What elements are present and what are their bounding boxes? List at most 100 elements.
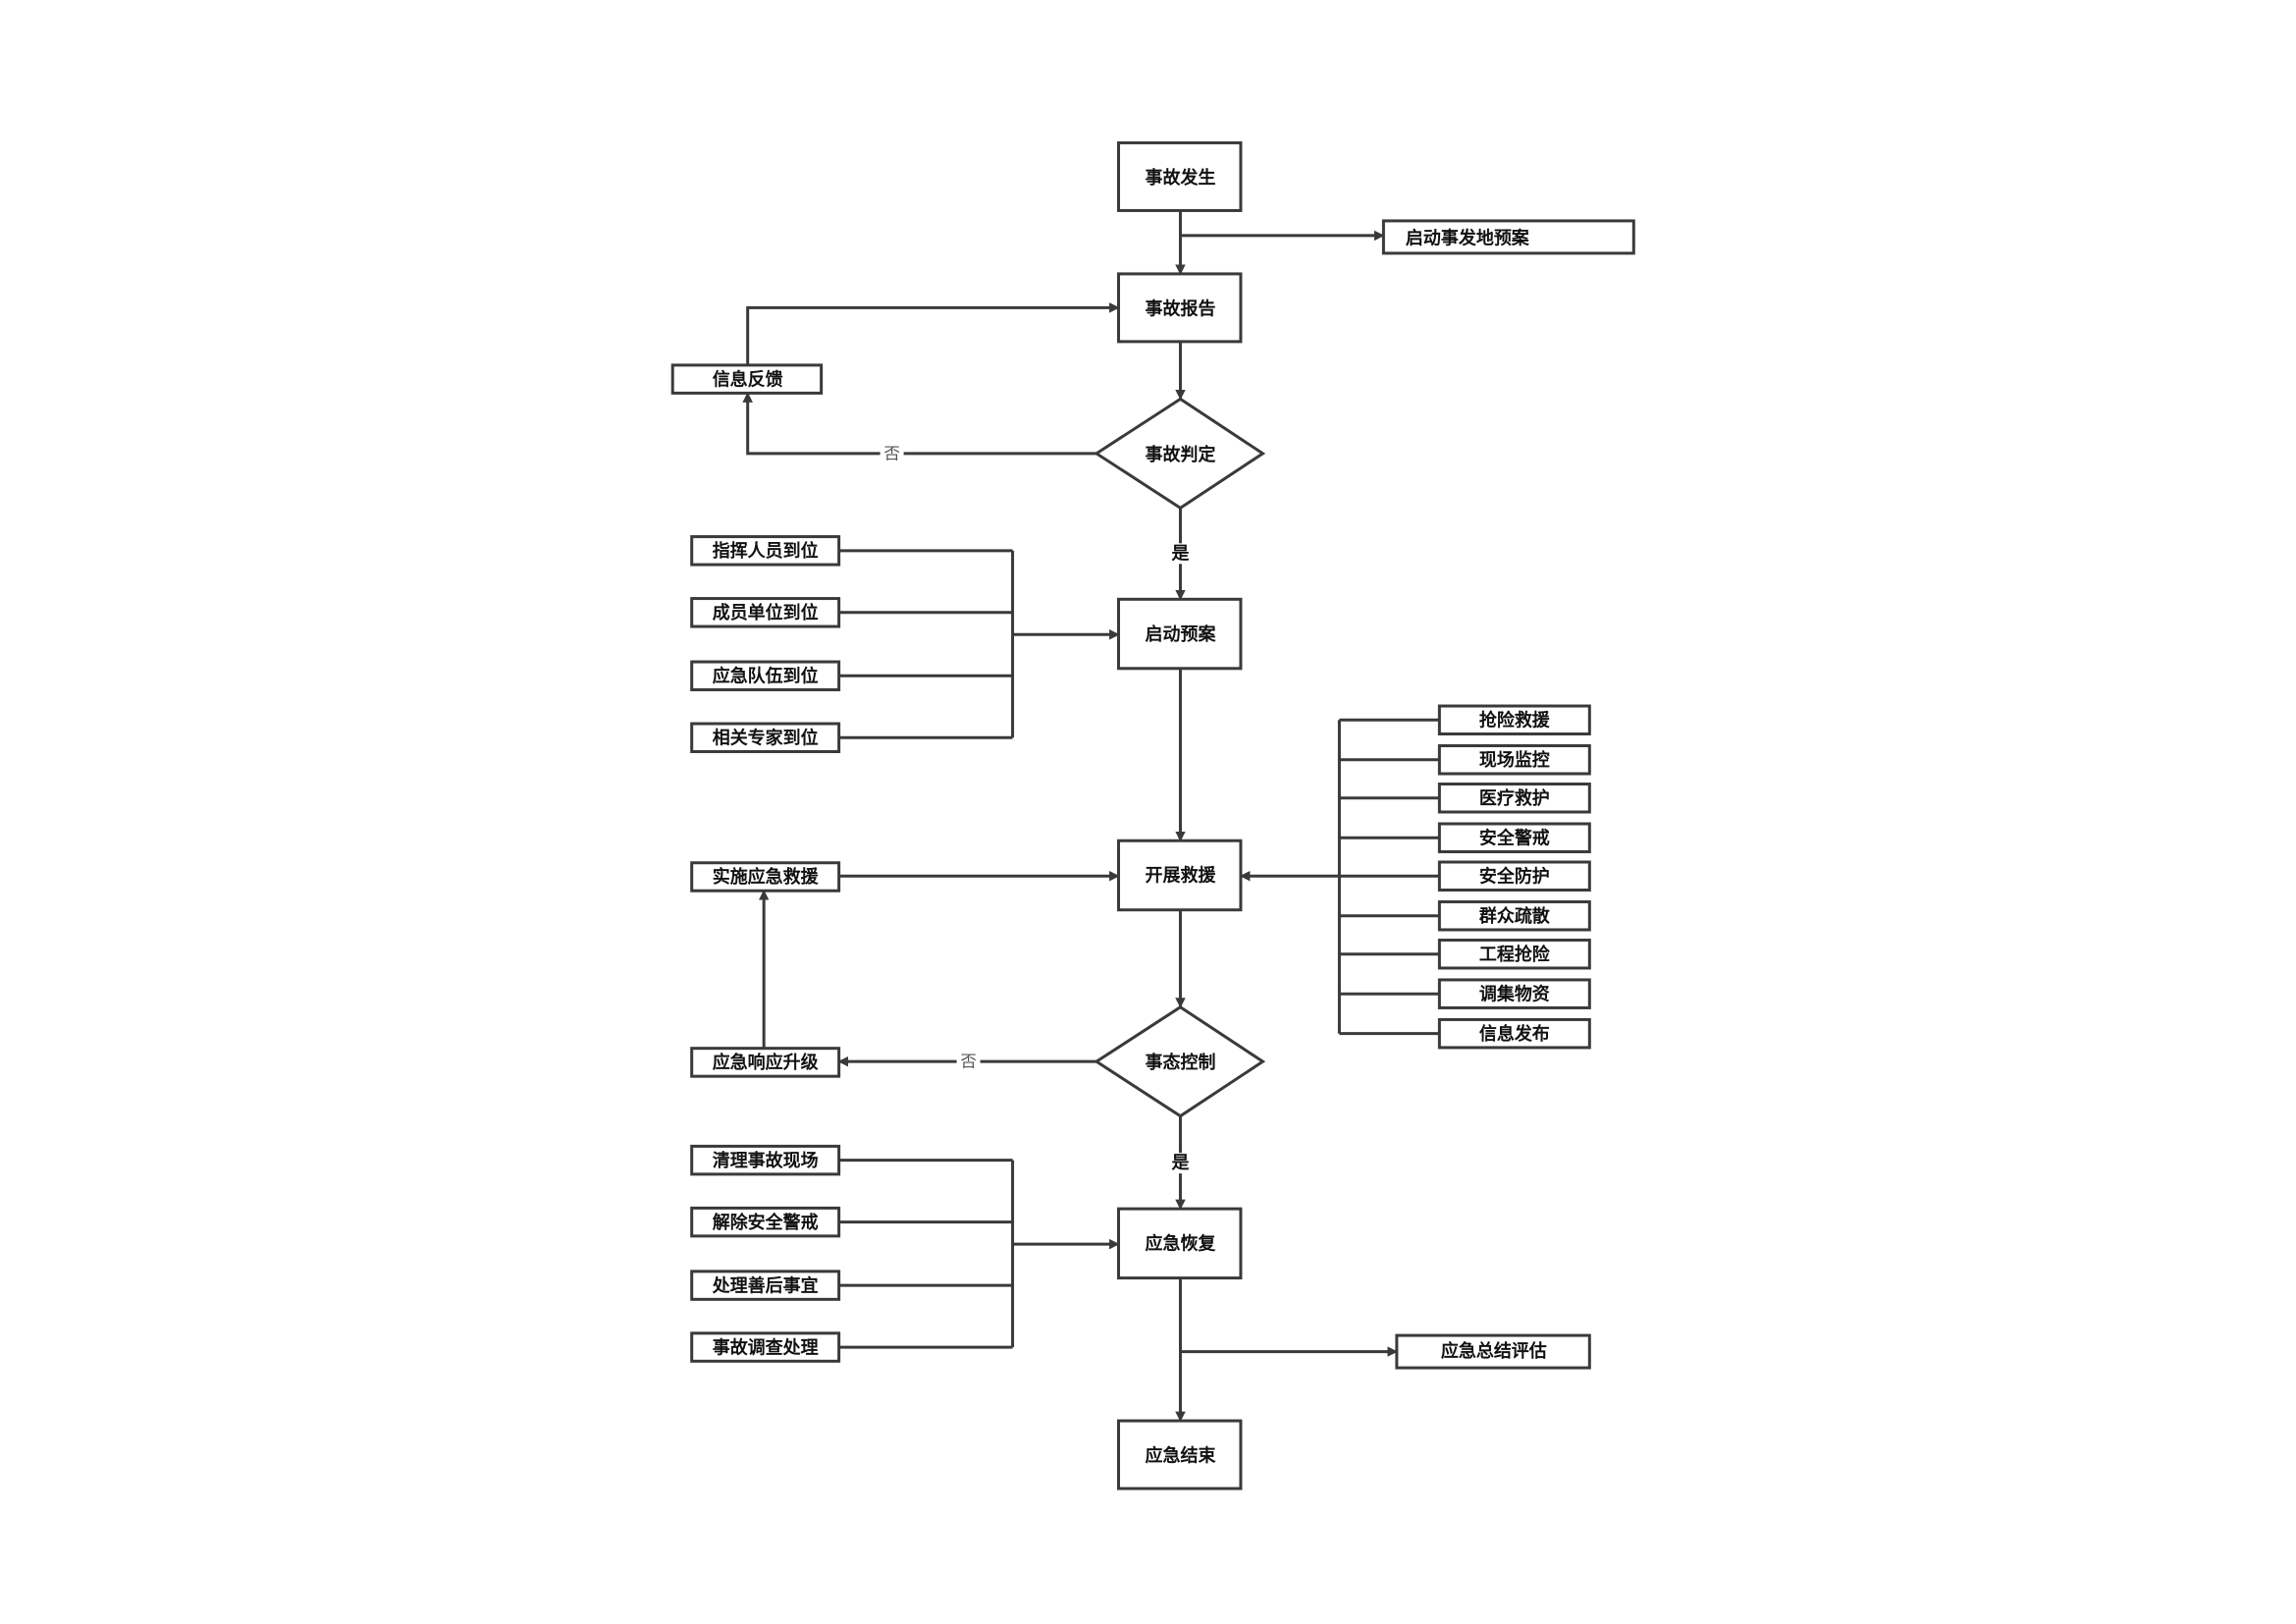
node-label: 应急恢复 bbox=[1146, 1233, 1217, 1255]
node-box bbox=[1117, 1207, 1243, 1280]
list-item: 清理事故现场 bbox=[690, 1144, 841, 1176]
node-label: 信息反馈 bbox=[713, 368, 783, 390]
item-label: 现场监控 bbox=[1479, 749, 1550, 771]
list-item: 抢险救援 bbox=[1437, 704, 1591, 736]
item-label: 清理事故现场 bbox=[713, 1150, 819, 1171]
list-item: 处理善后事宜 bbox=[690, 1270, 841, 1301]
item-label: 事故调查处理 bbox=[713, 1336, 819, 1358]
list-item: 安全警戒 bbox=[1437, 822, 1591, 853]
item-label: 信息发布 bbox=[1479, 1023, 1550, 1045]
item-label: 群众疏散 bbox=[1479, 905, 1551, 927]
list-item: 安全防护 bbox=[1437, 860, 1591, 892]
node-start: 事故发生 bbox=[1117, 140, 1243, 212]
edge-label-background bbox=[880, 443, 904, 464]
item-label: 应急队伍到位 bbox=[713, 666, 819, 687]
list-item: 群众疏散 bbox=[1437, 899, 1591, 932]
edge-label-background bbox=[956, 1051, 981, 1072]
arrow-feedback-report bbox=[746, 302, 1120, 365]
node-box bbox=[1381, 219, 1635, 255]
recovery-bus bbox=[838, 1159, 1015, 1349]
rescue-bus bbox=[1337, 718, 1440, 1036]
decision-control: 事态控制 bbox=[1094, 1004, 1266, 1118]
node-label: 事故发生 bbox=[1146, 167, 1216, 189]
node-box bbox=[1117, 839, 1243, 912]
list-item: 信息发布 bbox=[1437, 1017, 1591, 1050]
item-box bbox=[1437, 860, 1591, 892]
node-label: 应急响应升级 bbox=[713, 1052, 819, 1073]
node-label: 应急总结评估 bbox=[1441, 1340, 1547, 1362]
item-box bbox=[1437, 1017, 1591, 1050]
item-box bbox=[690, 1206, 841, 1238]
node-box bbox=[1117, 597, 1243, 671]
node-box bbox=[1395, 1333, 1591, 1370]
list-item: 应急队伍到位 bbox=[690, 660, 841, 692]
connectors bbox=[742, 210, 1440, 1423]
node-label: 启动事发地预案 bbox=[1406, 227, 1530, 248]
item-label: 医疗救护 bbox=[1479, 787, 1550, 809]
node-box bbox=[690, 1047, 841, 1078]
node-box bbox=[1117, 1419, 1243, 1490]
item-box bbox=[1437, 704, 1591, 736]
node-label: 事故报告 bbox=[1146, 298, 1216, 319]
list-item: 事故调查处理 bbox=[690, 1331, 841, 1363]
node-recovery: 应急恢复 bbox=[1117, 1207, 1243, 1280]
list-item: 解除安全警戒 bbox=[690, 1206, 841, 1238]
node-box bbox=[1117, 140, 1243, 212]
item-box bbox=[690, 660, 841, 692]
node-rescue: 开展救援 bbox=[1117, 839, 1243, 912]
node-box bbox=[690, 861, 841, 893]
node-label: 应急结束 bbox=[1146, 1445, 1217, 1467]
node-label: 事态控制 bbox=[1146, 1052, 1216, 1073]
node-feedback: 信息反馈 bbox=[670, 363, 824, 395]
item-box bbox=[690, 1270, 841, 1301]
decision-diamond bbox=[1094, 397, 1266, 511]
edge-label-yes: 是 bbox=[1170, 543, 1189, 564]
item-label: 处理善后事宜 bbox=[712, 1274, 819, 1296]
decision-judge: 事故判定 bbox=[1094, 397, 1266, 511]
arrive-bus bbox=[838, 549, 1015, 739]
item-label: 相关专家到位 bbox=[713, 728, 819, 749]
item-box bbox=[690, 1331, 841, 1363]
list-item: 指挥人员到位 bbox=[690, 535, 841, 567]
item-box bbox=[1437, 744, 1591, 776]
item-label: 安全警戒 bbox=[1479, 827, 1550, 848]
item-label: 解除安全警戒 bbox=[713, 1212, 819, 1233]
item-box bbox=[1437, 938, 1591, 970]
item-label: 调集物资 bbox=[1479, 983, 1550, 1004]
item-box bbox=[1437, 899, 1591, 932]
edge-label-no: 否 bbox=[960, 1053, 976, 1071]
node-implement: 实施应急救援 bbox=[690, 861, 841, 893]
item-label: 抢险救援 bbox=[1479, 710, 1551, 731]
item-label: 成员单位到位 bbox=[713, 602, 819, 623]
node-label: 开展救援 bbox=[1146, 865, 1217, 887]
item-box bbox=[1437, 978, 1591, 1009]
node-report: 事故报告 bbox=[1117, 272, 1243, 344]
item-label: 工程抢险 bbox=[1479, 944, 1551, 965]
item-box bbox=[690, 1144, 841, 1176]
item-box bbox=[1437, 783, 1591, 814]
list-item: 医疗救护 bbox=[1437, 783, 1591, 814]
node-label: 实施应急救援 bbox=[713, 866, 820, 888]
node-launch-plan: 启动预案 bbox=[1117, 597, 1243, 671]
edge-label-no: 否 bbox=[883, 444, 899, 462]
node-box bbox=[670, 363, 824, 395]
decision-diamond bbox=[1094, 1004, 1266, 1118]
list-item: 现场监控 bbox=[1437, 744, 1591, 776]
list-item: 成员单位到位 bbox=[690, 597, 841, 628]
list-item: 相关专家到位 bbox=[690, 722, 841, 754]
edge-label-background bbox=[1168, 543, 1193, 565]
list-item: 调集物资 bbox=[1437, 978, 1591, 1009]
edge-label-yes: 是 bbox=[1170, 1153, 1189, 1173]
list-item: 工程抢险 bbox=[1437, 938, 1591, 970]
arrow-judge-no bbox=[742, 392, 1097, 456]
node-end: 应急结束 bbox=[1117, 1419, 1243, 1490]
node-label: 事故判定 bbox=[1146, 444, 1216, 465]
item-box bbox=[690, 535, 841, 567]
node-evaluate: 应急总结评估 bbox=[1395, 1333, 1591, 1370]
node-box bbox=[1117, 272, 1243, 344]
item-box bbox=[690, 597, 841, 628]
